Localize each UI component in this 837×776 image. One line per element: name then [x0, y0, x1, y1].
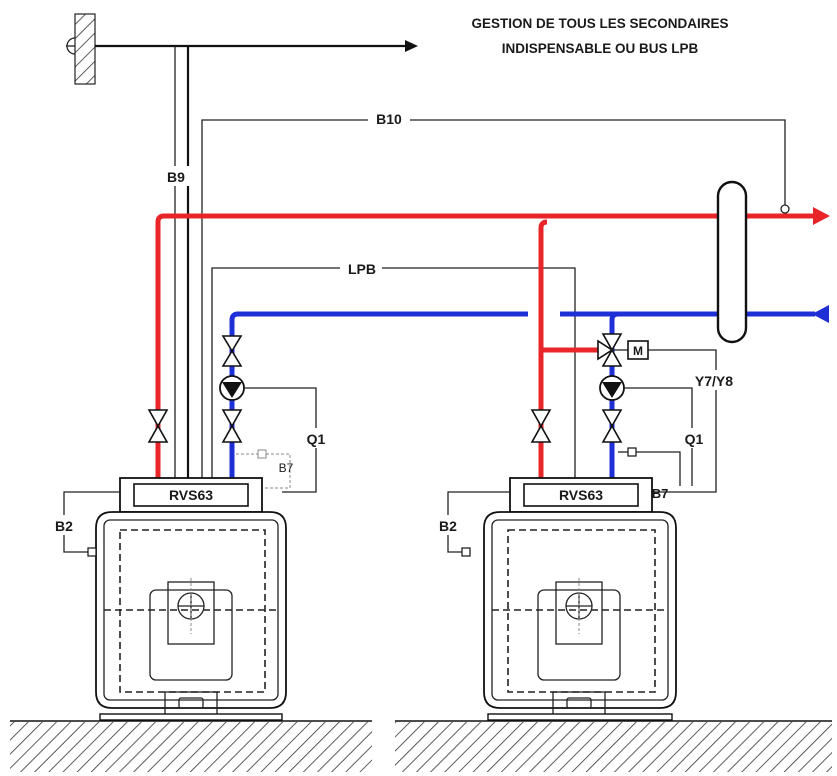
left-b2-sensor — [87, 547, 97, 557]
b9-label: B9 — [167, 169, 185, 185]
left-b7-label: B7 — [279, 461, 294, 475]
right-b2-label: B2 — [439, 518, 457, 534]
right-b7-sensor: B7 — [618, 447, 681, 501]
bus-line-top — [95, 40, 418, 478]
lpb-bus-line: LPB — [211, 258, 576, 478]
left-boiler: RVS63 — [95, 477, 287, 721]
left-return-valve-top — [221, 335, 243, 367]
y7y8-wire — [648, 349, 717, 493]
b10-sensor-line: B10 — [201, 108, 790, 478]
left-supply-valve — [147, 409, 169, 443]
left-return-valve-bottom — [221, 409, 243, 443]
right-b2-sensor — [461, 547, 471, 557]
right-controller-label: RVS63 — [559, 487, 603, 503]
left-b7-sensor: B7 — [236, 449, 294, 489]
right-q1-wire — [624, 387, 693, 486]
mixing-valve-icon: M — [597, 333, 649, 367]
left-b2-label: B2 — [55, 518, 73, 534]
return-pipe — [229, 311, 815, 478]
motor-label: M — [633, 344, 643, 358]
right-return-valve-bottom — [601, 409, 623, 443]
outdoor-sensor-wall — [66, 13, 96, 85]
right-pump-icon — [599, 375, 625, 401]
supply-pipe — [155, 213, 815, 478]
left-q1-label: Q1 — [307, 431, 326, 447]
right-supply-valve — [530, 409, 552, 443]
ground-left — [10, 720, 372, 772]
return-arrow — [812, 305, 829, 323]
header-line-2: INDISPENSABLE OU BUS LPB — [502, 41, 699, 56]
header-line-1: GESTION DE TOUS LES SECONDAIRES — [471, 16, 728, 31]
y7y8-label: Y7/Y8 — [695, 373, 733, 389]
right-b7-label: B7 — [652, 486, 669, 501]
left-controller-label: RVS63 — [169, 487, 213, 503]
right-q1-label: Q1 — [685, 431, 704, 447]
right-boiler: RVS63 — [483, 477, 677, 721]
lpb-label: LPB — [348, 261, 376, 277]
ground-right — [395, 720, 832, 772]
hydraulic-separator — [716, 180, 748, 344]
left-pump-icon — [219, 375, 245, 401]
b10-label: B10 — [376, 111, 402, 127]
supply-arrow — [813, 207, 830, 225]
